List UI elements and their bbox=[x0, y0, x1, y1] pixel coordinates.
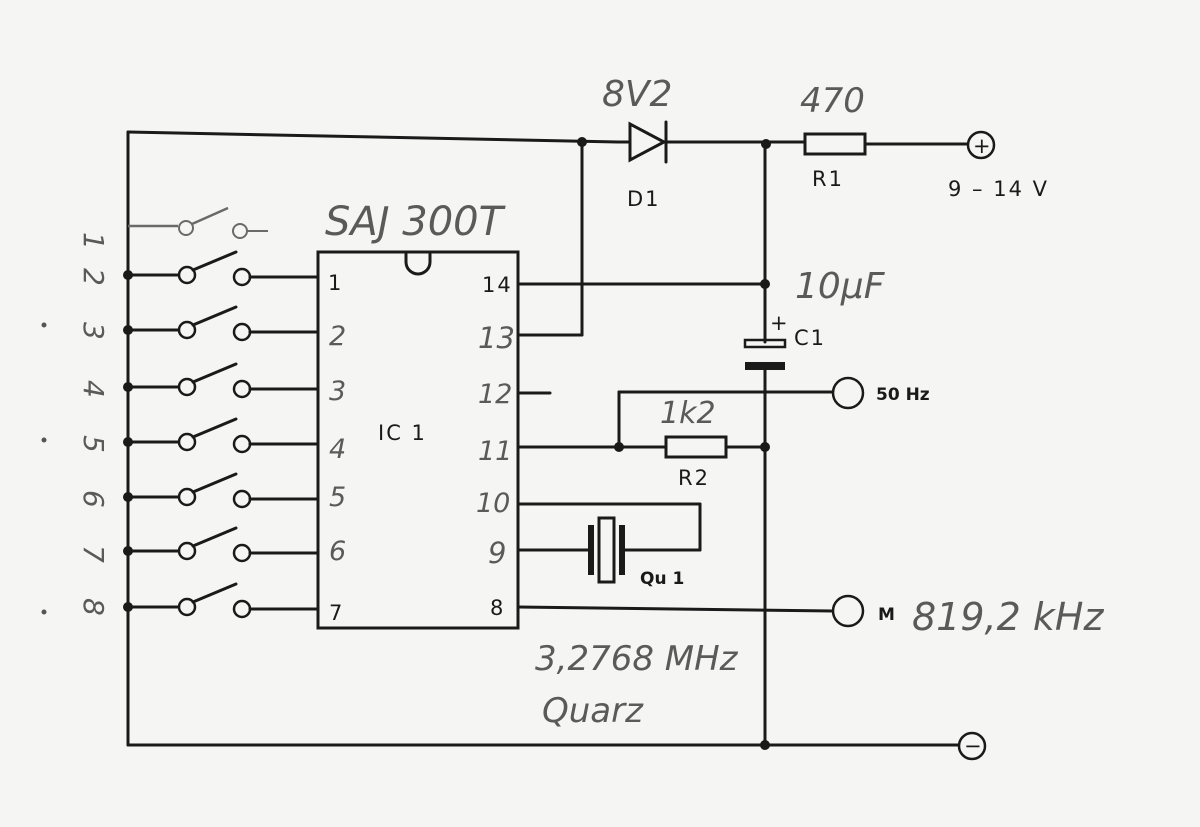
ic1-body bbox=[316, 250, 520, 630]
diode-ref: D1 bbox=[627, 187, 661, 211]
switch-number-6: 6 bbox=[77, 490, 110, 508]
ic-pin-11: 11 bbox=[478, 436, 512, 467]
diode-d1 bbox=[616, 120, 807, 164]
r2-value: 1k2 bbox=[660, 396, 716, 431]
ic-ref-label: IC 1 bbox=[378, 421, 427, 445]
switch-7 bbox=[126, 526, 320, 563]
switch-1 bbox=[128, 206, 268, 239]
r2-ref: R2 bbox=[678, 466, 710, 490]
switch-8 bbox=[126, 582, 320, 619]
switch-bank bbox=[126, 206, 320, 619]
ic-pin-1: 1 bbox=[328, 271, 343, 295]
margin-marks bbox=[41, 322, 47, 615]
switch-2 bbox=[126, 250, 320, 287]
ic-pin-6: 6 bbox=[329, 536, 346, 567]
switch-number-8: 8 bbox=[77, 598, 110, 616]
r1-value: 470 bbox=[800, 81, 865, 121]
ic-pin-7: 7 bbox=[329, 601, 344, 625]
ic-pin-12: 12 bbox=[478, 379, 512, 410]
ic-pin-8: 8 bbox=[490, 596, 505, 620]
ic-pin-14: 14 bbox=[482, 273, 513, 297]
c1-ref: C1 bbox=[794, 326, 826, 350]
terminal-m bbox=[831, 594, 865, 628]
switch-number-3: 3 bbox=[77, 322, 110, 340]
supply-voltage: 9 – 14 V bbox=[948, 177, 1049, 201]
ic-pin-13: 13 bbox=[478, 321, 515, 355]
crystal-qu1 bbox=[516, 502, 702, 584]
minus-symbol: − bbox=[964, 734, 984, 758]
r2-network bbox=[516, 390, 835, 459]
ic-pin-10: 10 bbox=[476, 488, 510, 519]
switch-number-2: 2 bbox=[77, 268, 110, 286]
switch-number-7: 7 bbox=[77, 545, 110, 563]
switch-6 bbox=[126, 472, 320, 509]
terminal-minus: − bbox=[957, 731, 987, 761]
r1-ref: R1 bbox=[812, 167, 844, 191]
switch-numbers: 1 2 3 4 5 6 7 8 bbox=[77, 232, 110, 616]
junction-dots bbox=[123, 137, 771, 750]
switch-number-4: 4 bbox=[77, 380, 110, 398]
switch-number-1: 1 bbox=[77, 232, 110, 250]
diode-value: 8V2 bbox=[602, 74, 672, 115]
c1-polarity: + bbox=[770, 311, 790, 335]
ic-pin-3: 3 bbox=[329, 376, 346, 407]
ic-pin-5: 5 bbox=[329, 482, 346, 513]
switch-3 bbox=[126, 305, 320, 342]
capacitor-c1 bbox=[743, 338, 787, 370]
switch-4 bbox=[126, 362, 320, 399]
crystal-frequency: 3,2768 MHz bbox=[535, 639, 739, 679]
ic-type-label: SAJ 300T bbox=[325, 199, 507, 245]
out-m-label: M bbox=[878, 605, 895, 625]
ic-pin-9: 9 bbox=[488, 536, 506, 570]
crystal-ref: Qu 1 bbox=[640, 569, 684, 589]
switch-number-5: 5 bbox=[77, 435, 110, 453]
out-50hz-label: 50 Hz bbox=[876, 385, 930, 405]
plus-symbol: + bbox=[973, 134, 993, 158]
ic-pin-2: 2 bbox=[329, 321, 346, 352]
switch-5 bbox=[126, 417, 320, 454]
terminal-plus: + bbox=[966, 130, 996, 160]
out-m-frequency: 819,2 kHz bbox=[912, 595, 1104, 639]
ic-pin-4: 4 bbox=[329, 434, 346, 465]
ic-left-pins: 1 2 3 4 5 6 7 bbox=[328, 271, 346, 625]
crystal-label: Quarz bbox=[542, 691, 644, 731]
resistor-r1 bbox=[803, 132, 970, 156]
ic-right-pins: 14 13 12 11 10 9 8 bbox=[476, 273, 515, 620]
c1-value: 10µF bbox=[795, 266, 886, 307]
pin8-wire bbox=[516, 605, 835, 613]
terminal-50hz bbox=[831, 376, 865, 410]
